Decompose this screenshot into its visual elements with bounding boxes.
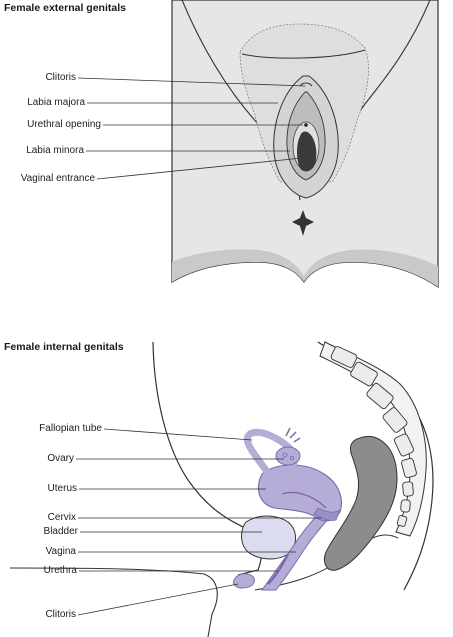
vertebra (396, 515, 408, 527)
cervix-shape (313, 507, 341, 521)
thigh-outline (9, 567, 218, 637)
ovary-follicle (289, 455, 294, 460)
vertebrae (330, 346, 417, 527)
urethra-tube (267, 553, 290, 585)
skin-line (241, 49, 366, 59)
vertebra (382, 407, 408, 433)
label-vaginal-entrance: Vaginal entrance (20, 173, 95, 184)
label-urethra: Urethra (43, 565, 77, 576)
external-leader-lines (77, 77, 306, 180)
uterine-cavity (281, 491, 327, 509)
label-vagina: Vagina (45, 546, 76, 557)
label-labia-majora: Labia majora (27, 97, 85, 108)
vaginal-opening-shape (297, 131, 317, 172)
leader-clitoris-internal (77, 583, 239, 616)
vertebra (393, 433, 415, 457)
external-view (171, 0, 439, 289)
fimbriae (285, 427, 301, 443)
internal-view (9, 341, 434, 637)
urethral-opening-dot (304, 123, 308, 127)
ovary-follicle (282, 452, 288, 458)
label-uterus: Uterus (47, 483, 77, 494)
bottom-shadow (172, 249, 438, 287)
label-cervix: Cervix (47, 512, 76, 523)
vertebra (400, 499, 411, 513)
anus (292, 210, 314, 236)
clitoris-shape (233, 573, 255, 589)
rectum-bowel (323, 436, 398, 571)
label-ovary: Ovary (47, 453, 74, 464)
label-bladder: Bladder (43, 526, 78, 537)
leader-clitoris (77, 77, 306, 87)
bladder-shape (241, 515, 296, 560)
internal-leader-lines (76, 428, 322, 616)
vertebra (366, 382, 394, 410)
vertebra (350, 361, 378, 387)
leader-vaginal-entrance (96, 157, 303, 180)
label-urethral-opening: Urethral opening (27, 119, 101, 130)
clitoral-hood (299, 82, 313, 87)
label-fallopian-tube: Fallopian tube (39, 423, 102, 434)
vertebra (330, 346, 358, 368)
vertebra (401, 457, 417, 479)
external-genitals-title: Female external genitals (4, 2, 126, 14)
ovary-shape (275, 446, 301, 466)
leader-fallopian-tube (103, 428, 253, 441)
label-clitoris-internal: Clitoris (45, 609, 76, 620)
label-labia-minora: Labia minora (26, 145, 84, 156)
vertebra (402, 481, 414, 497)
label-clitoris-external: Clitoris (45, 72, 76, 83)
internal-genitals-title: Female internal genitals (4, 341, 124, 353)
